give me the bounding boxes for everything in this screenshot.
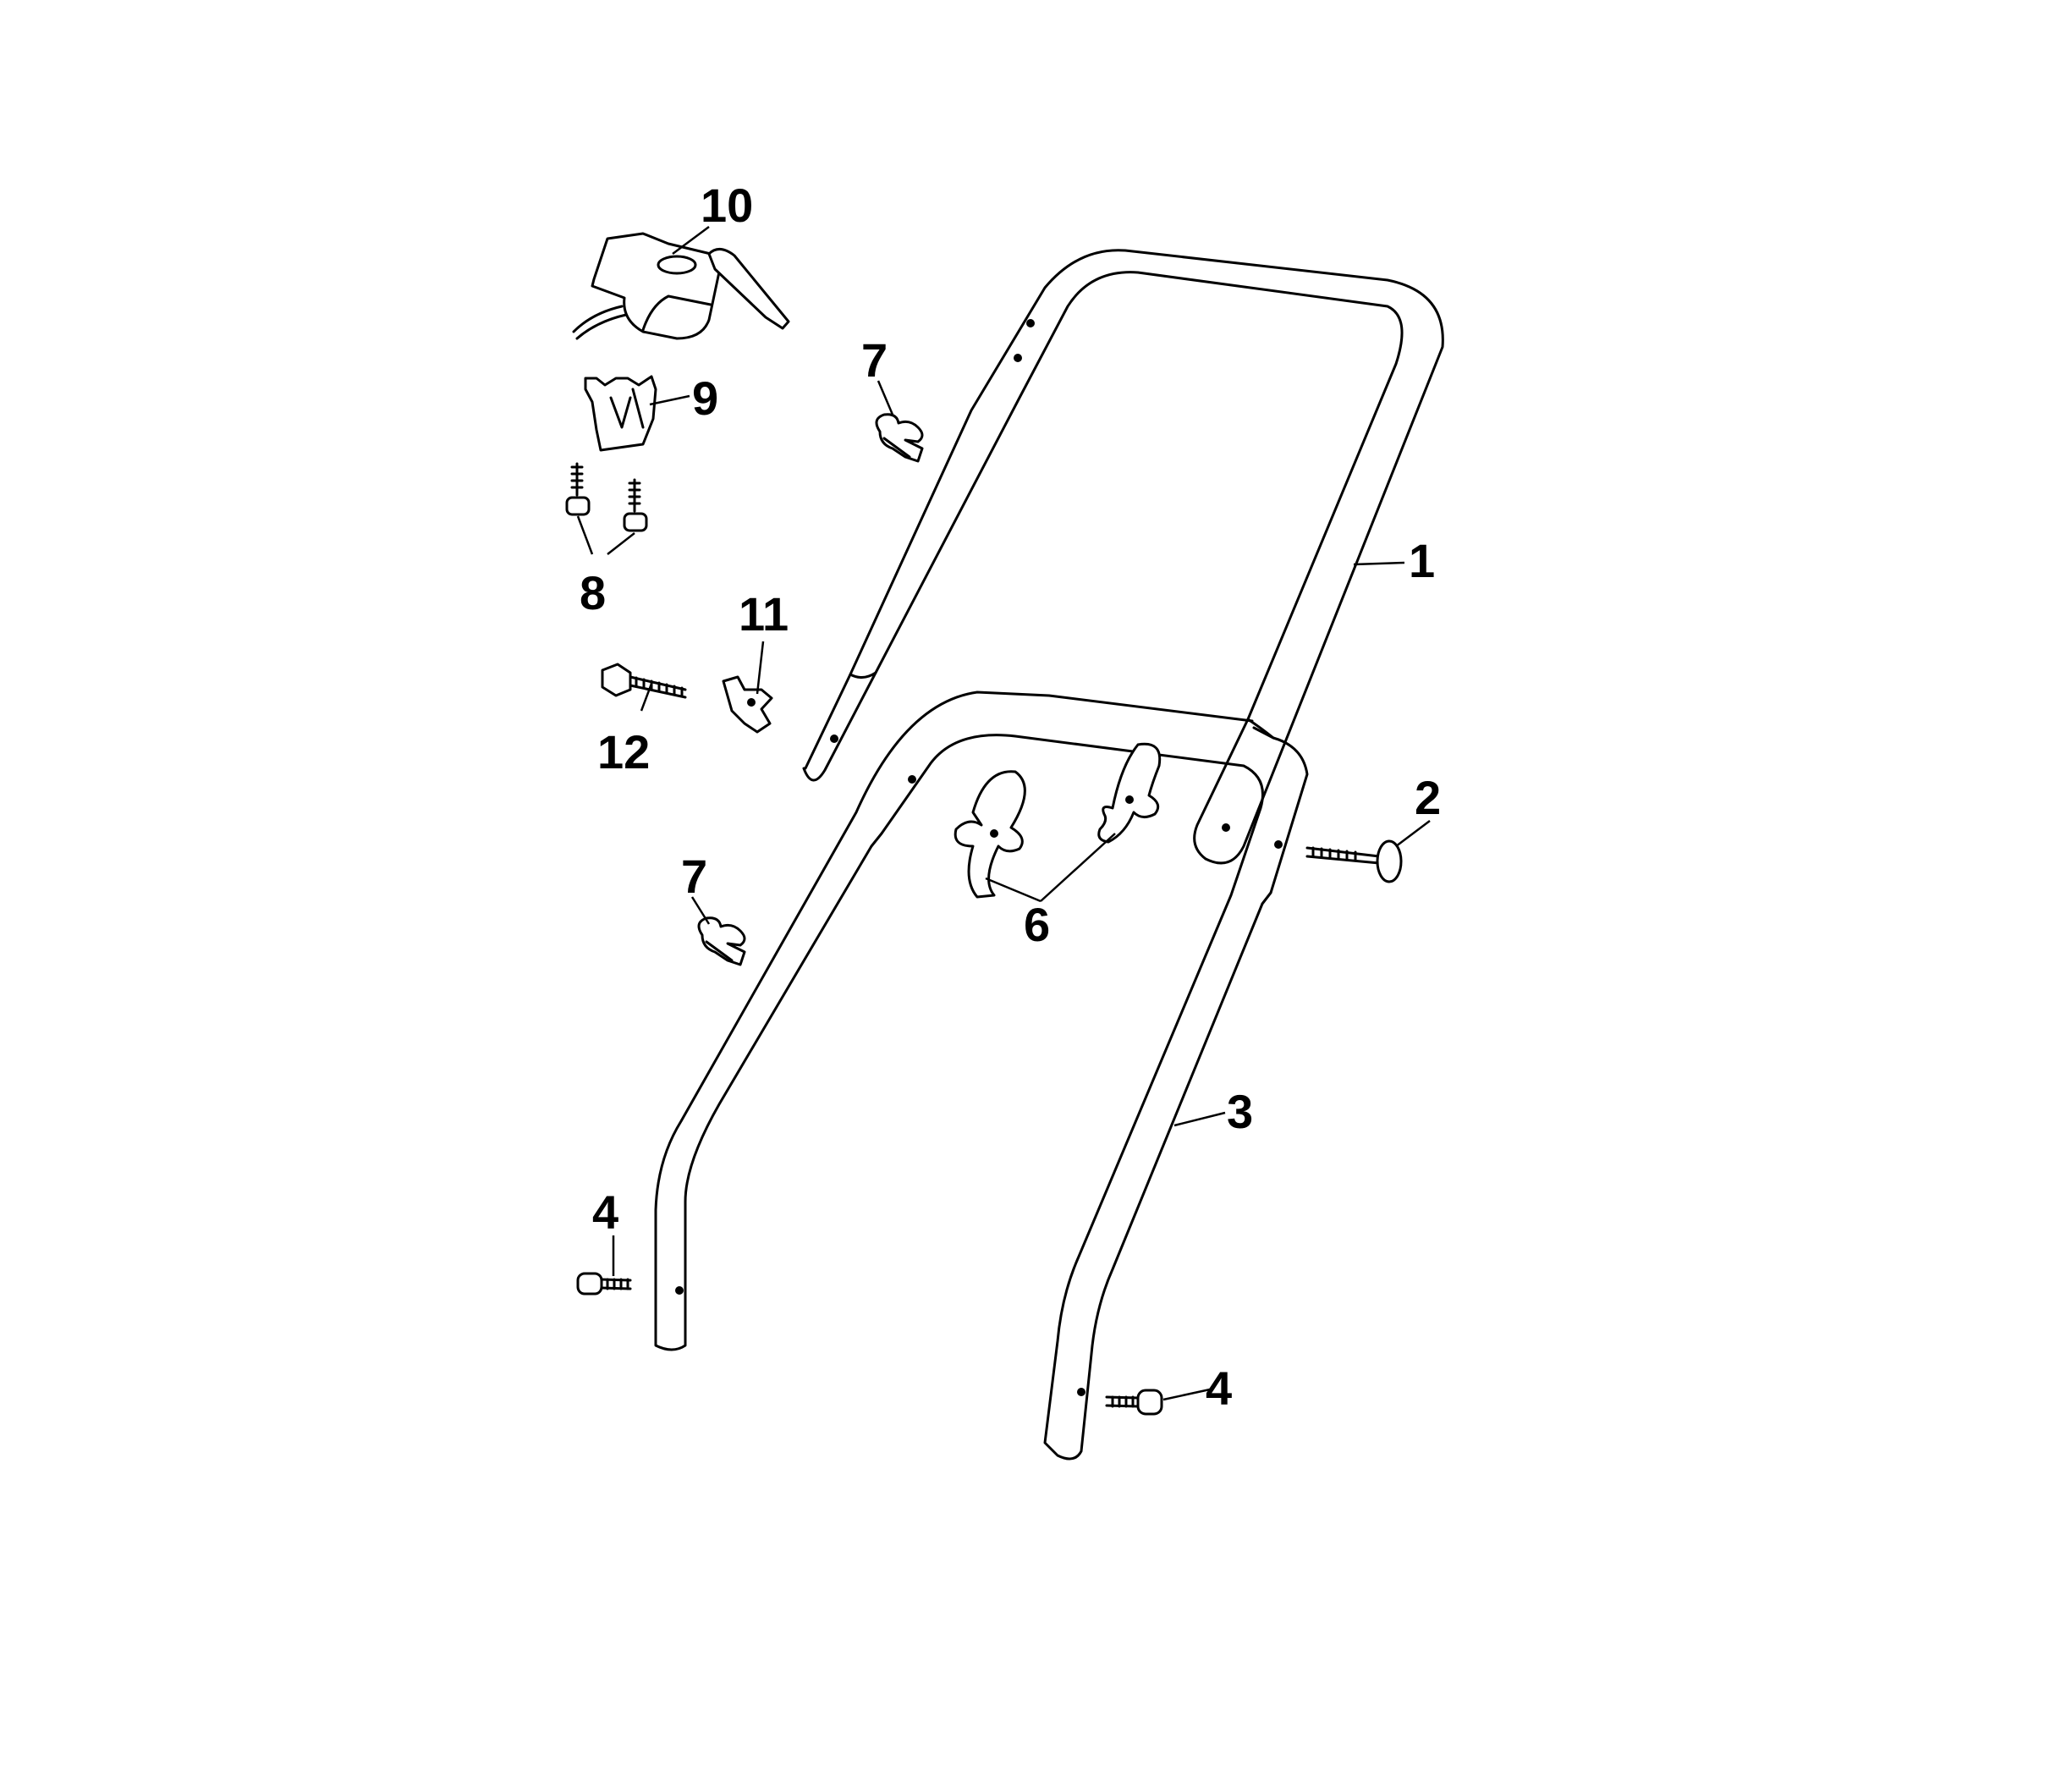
callout-8: 8: [580, 566, 606, 619]
adjuster-screw: [601, 663, 687, 699]
mounting-bolt-left: [576, 1272, 632, 1296]
callout-11: 11: [739, 587, 789, 641]
screws: [565, 462, 648, 532]
callouts: 1 2 3 4 4 6 7 7 8 9 10 11 12: [580, 179, 1441, 1415]
callout-6: 6: [1024, 898, 1050, 951]
mounting-bolt-right: [1105, 1389, 1163, 1416]
callout-7-upper: 7: [861, 333, 888, 387]
handle-bolt: [1305, 839, 1403, 883]
callout-2: 2: [1415, 771, 1441, 824]
switch-box: [572, 232, 790, 340]
callout-4-left: 4: [592, 1186, 618, 1239]
callout-4-right: 4: [1206, 1362, 1232, 1415]
callout-3: 3: [1227, 1085, 1253, 1138]
callout-1: 1: [1409, 534, 1435, 587]
cable-clip-lower: [697, 916, 746, 966]
wing-knobs: [954, 742, 1162, 899]
callout-9: 9: [692, 371, 718, 425]
cable-retainer: [722, 675, 773, 734]
leader-lines: [576, 225, 1431, 1401]
callout-12: 12: [597, 725, 650, 778]
callout-7-lower: 7: [681, 850, 707, 903]
cable-clip-upper: [875, 413, 924, 463]
callout-10: 10: [701, 179, 753, 232]
bracket: [584, 375, 657, 452]
lower-handle: [654, 690, 1309, 1461]
